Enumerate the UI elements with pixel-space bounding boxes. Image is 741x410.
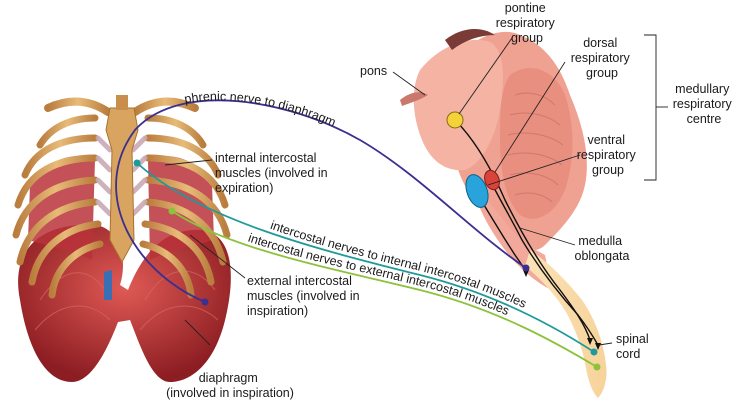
phrenic-endpoint (201, 298, 209, 306)
ventral-group-dot (465, 174, 489, 208)
dorsal-group-label: dorsal respiratory group (571, 36, 634, 80)
internal-endpoint (133, 159, 141, 167)
internal-intercostal-nerve (136, 162, 595, 353)
internal-origin (590, 348, 598, 356)
internal-intercostal-label: internal intercostal muscles (involved i… (215, 151, 331, 195)
brainstem (400, 28, 587, 290)
ventral-group-label: ventral respiratory group (577, 133, 640, 177)
spinal-cord-shape (525, 250, 607, 398)
sternum (105, 107, 139, 264)
external-origin (593, 363, 601, 371)
medulla-label: medulla oblongata (575, 234, 630, 263)
phrenic-nerve-label: phrenic nerve to diaphragm (183, 89, 338, 129)
spinal-cord-label: spinal cord (616, 332, 652, 361)
rib-cage (12, 95, 231, 382)
medullary-centre-label: medullary respiratory centre (673, 82, 736, 126)
pons-label: pons (360, 64, 387, 78)
external-intercostal-label: external intercostal muscles (involved i… (247, 274, 363, 318)
tract-dorsal (489, 179, 599, 346)
pontine-group-dot (446, 111, 464, 129)
external-intercostal-nerve (171, 210, 598, 368)
pontine-group-label: pontine respiratory group (496, 1, 559, 45)
phrenic-nerve (115, 99, 527, 303)
phrenic-origin (522, 264, 530, 272)
diaphragm-label: diaphragm (involved in inspiration) (166, 371, 294, 400)
external-endpoint (168, 207, 176, 215)
pons-shape (413, 39, 503, 171)
